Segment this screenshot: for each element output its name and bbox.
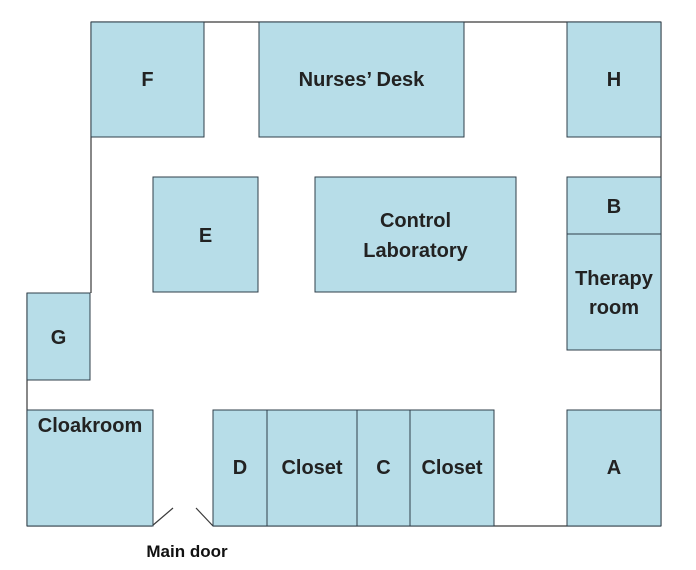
room-closet-1: Closet: [266, 409, 358, 527]
nurses-desk-label: Nurses’ Desk: [299, 69, 426, 91]
room-d-label: D: [233, 457, 247, 479]
room-d: D: [212, 409, 268, 527]
closet-1-label: Closet: [281, 457, 342, 479]
room-f: F: [90, 21, 205, 138]
room-e-label: E: [199, 225, 212, 247]
room-g-label: G: [51, 327, 67, 349]
main-door-label: Main door: [146, 542, 228, 561]
room-therapy: Therapy room: [566, 233, 662, 351]
main-door: [151, 507, 214, 527]
room-cloakroom: Cloakroom: [26, 409, 154, 527]
room-c: C: [356, 409, 411, 527]
room-control-laboratory: Control Laboratory: [314, 176, 517, 293]
control-lab-label-line1: Control: [380, 210, 451, 232]
room-b-label: B: [607, 196, 621, 218]
therapy-label-line2: room: [589, 297, 639, 319]
room-closet-2: Closet: [409, 409, 495, 527]
therapy-label-line1: Therapy: [575, 268, 654, 290]
room-c-label: C: [376, 457, 390, 479]
room-a: A: [566, 409, 662, 527]
room-g: G: [26, 292, 91, 381]
room-nurses-desk: Nurses’ Desk: [258, 21, 465, 138]
cloakroom-label: Cloakroom: [38, 415, 142, 437]
closet-2-label: Closet: [421, 457, 482, 479]
room-f-label: F: [141, 69, 153, 91]
room-e: E: [152, 176, 259, 293]
control-lab-label-line2: Laboratory: [363, 240, 468, 262]
room-a-label: A: [607, 457, 621, 479]
room-h-label: H: [607, 69, 621, 91]
room-h: H: [566, 21, 662, 138]
room-b: B: [566, 176, 662, 235]
